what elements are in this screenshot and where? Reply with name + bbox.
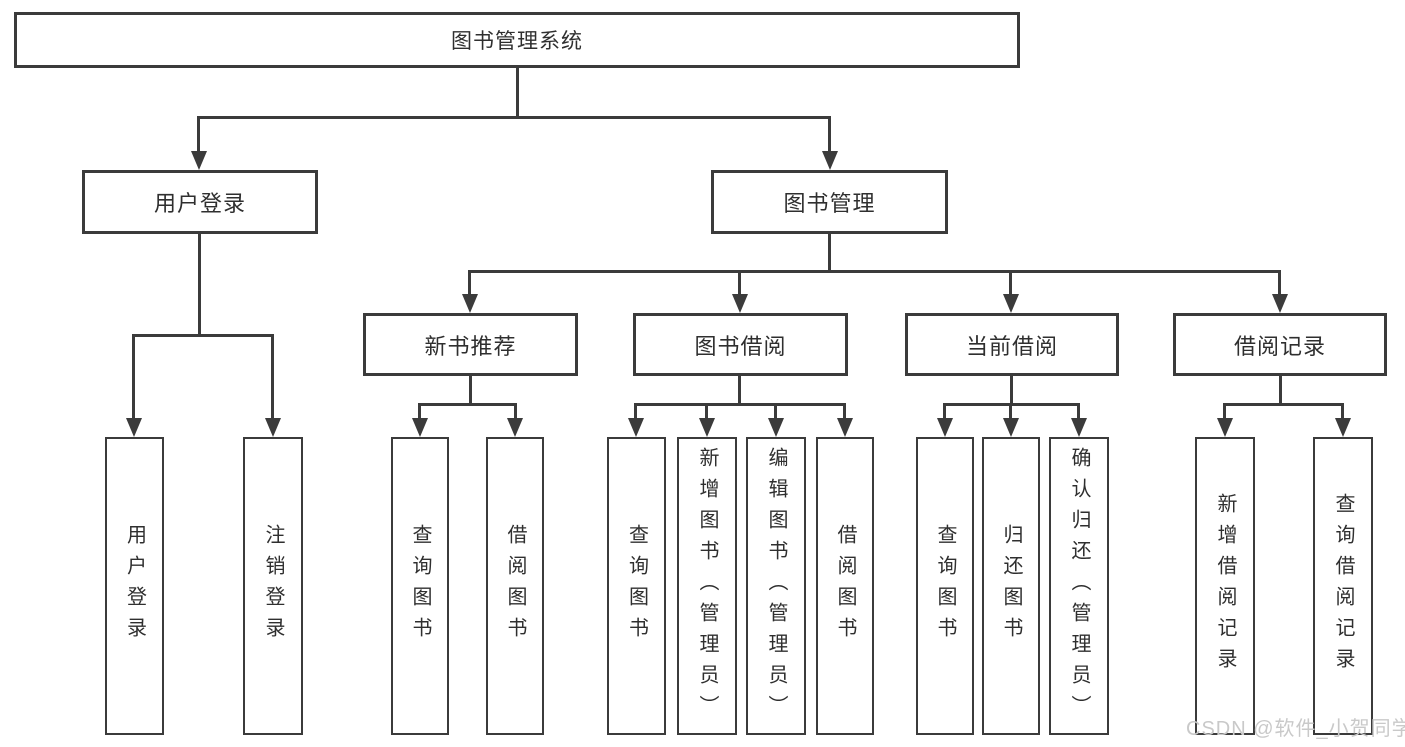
- connector-line: [197, 116, 831, 119]
- connector-line: [1009, 403, 1012, 420]
- connector-line: [634, 403, 637, 420]
- connector-line: [738, 270, 741, 297]
- connector-line: [1010, 376, 1013, 406]
- arrow-head-icon: [1003, 418, 1019, 437]
- arrow-head-icon: [462, 294, 478, 313]
- leaf-edit-book-admin: 编辑图书（管理员）: [746, 437, 806, 735]
- connector-line: [198, 234, 201, 337]
- arrow-head-icon: [191, 151, 207, 170]
- connector-line: [1077, 403, 1080, 420]
- connector-line: [943, 403, 946, 420]
- leaf-label: 新增图书（管理员）: [696, 446, 718, 726]
- node-new-book-recommend: 新书推荐: [363, 313, 578, 376]
- arrow-head-icon: [822, 151, 838, 170]
- arrow-head-icon: [732, 294, 748, 313]
- leaf-label: 查询借阅记录: [1332, 493, 1354, 679]
- connector-line: [418, 403, 421, 420]
- leaf-add-borrow-record: 新增借阅记录: [1195, 437, 1255, 735]
- leaf-label: 注销登录: [262, 524, 284, 648]
- node-book-management: 图书管理: [711, 170, 948, 234]
- connector-line: [514, 403, 517, 420]
- arrow-head-icon: [937, 418, 953, 437]
- leaf-label: 新增借阅记录: [1214, 493, 1236, 679]
- connector-line: [1341, 403, 1344, 420]
- arrow-head-icon: [1003, 294, 1019, 313]
- arrow-head-icon: [126, 418, 142, 437]
- leaf-borrow-books: 借阅图书: [816, 437, 874, 735]
- leaf-logout: 注销登录: [243, 437, 303, 735]
- leaf-label: 查询图书: [625, 524, 648, 648]
- leaf-label: 借阅图书: [504, 524, 526, 648]
- connector-line: [468, 270, 1281, 273]
- arrow-head-icon: [699, 418, 715, 437]
- node-current-borrow: 当前借阅: [905, 313, 1119, 376]
- arrow-head-icon: [628, 418, 644, 437]
- connector-line: [1009, 270, 1012, 297]
- connector-line: [469, 376, 472, 406]
- leaf-label: 确认归还（管理员）: [1068, 446, 1090, 726]
- connector-line: [418, 403, 517, 406]
- leaf-borrow-books-recommend: 借阅图书: [486, 437, 544, 735]
- connector-line: [828, 116, 831, 153]
- leaf-confirm-return-admin: 确认归还（管理员）: [1049, 437, 1109, 735]
- leaf-user-login: 用户登录: [105, 437, 164, 735]
- arrow-head-icon: [507, 418, 523, 437]
- leaf-label: 查询图书: [934, 524, 956, 648]
- connector-line: [468, 270, 471, 297]
- leaf-query-books-current: 查询图书: [916, 437, 974, 735]
- leaf-query-books-borrow: 查询图书: [607, 437, 666, 735]
- connector-line: [271, 334, 274, 419]
- connector-line: [197, 116, 200, 153]
- connector-line: [1223, 403, 1226, 420]
- connector-line: [1278, 270, 1281, 297]
- arrow-head-icon: [1272, 294, 1288, 313]
- leaf-label: 编辑图书（管理员）: [765, 446, 787, 726]
- connector-line: [132, 334, 274, 337]
- connector-line: [705, 403, 708, 420]
- leaf-return-books: 归还图书: [982, 437, 1040, 735]
- leaf-query-borrow-record: 查询借阅记录: [1313, 437, 1373, 735]
- arrow-head-icon: [837, 418, 853, 437]
- connector-line: [1279, 376, 1282, 406]
- connector-line: [516, 68, 519, 118]
- arrow-head-icon: [1217, 418, 1233, 437]
- csdn-watermark: CSDN @软件_小贺同学: [1186, 718, 1405, 740]
- leaf-add-book-admin: 新增图书（管理员）: [677, 437, 737, 735]
- leaf-label: 查询图书: [409, 524, 431, 648]
- arrow-head-icon: [265, 418, 281, 437]
- leaf-label: 归还图书: [1000, 524, 1022, 648]
- node-user-login: 用户登录: [82, 170, 318, 234]
- connector-line: [738, 376, 741, 406]
- arrow-head-icon: [1335, 418, 1351, 437]
- connector-line: [774, 403, 777, 420]
- arrow-head-icon: [1071, 418, 1087, 437]
- connector-line: [634, 403, 846, 406]
- connector-line: [1223, 403, 1344, 406]
- leaf-label: 用户登录: [123, 524, 146, 648]
- connector-line: [843, 403, 846, 420]
- node-root-library-system: 图书管理系统: [14, 12, 1020, 68]
- node-book-borrow: 图书借阅: [633, 313, 848, 376]
- leaf-label: 借阅图书: [834, 524, 856, 648]
- connector-line: [828, 234, 831, 273]
- arrow-head-icon: [412, 418, 428, 437]
- leaf-query-books-recommend: 查询图书: [391, 437, 449, 735]
- connector-line: [132, 334, 135, 419]
- arrow-head-icon: [768, 418, 784, 437]
- node-borrow-records: 借阅记录: [1173, 313, 1387, 376]
